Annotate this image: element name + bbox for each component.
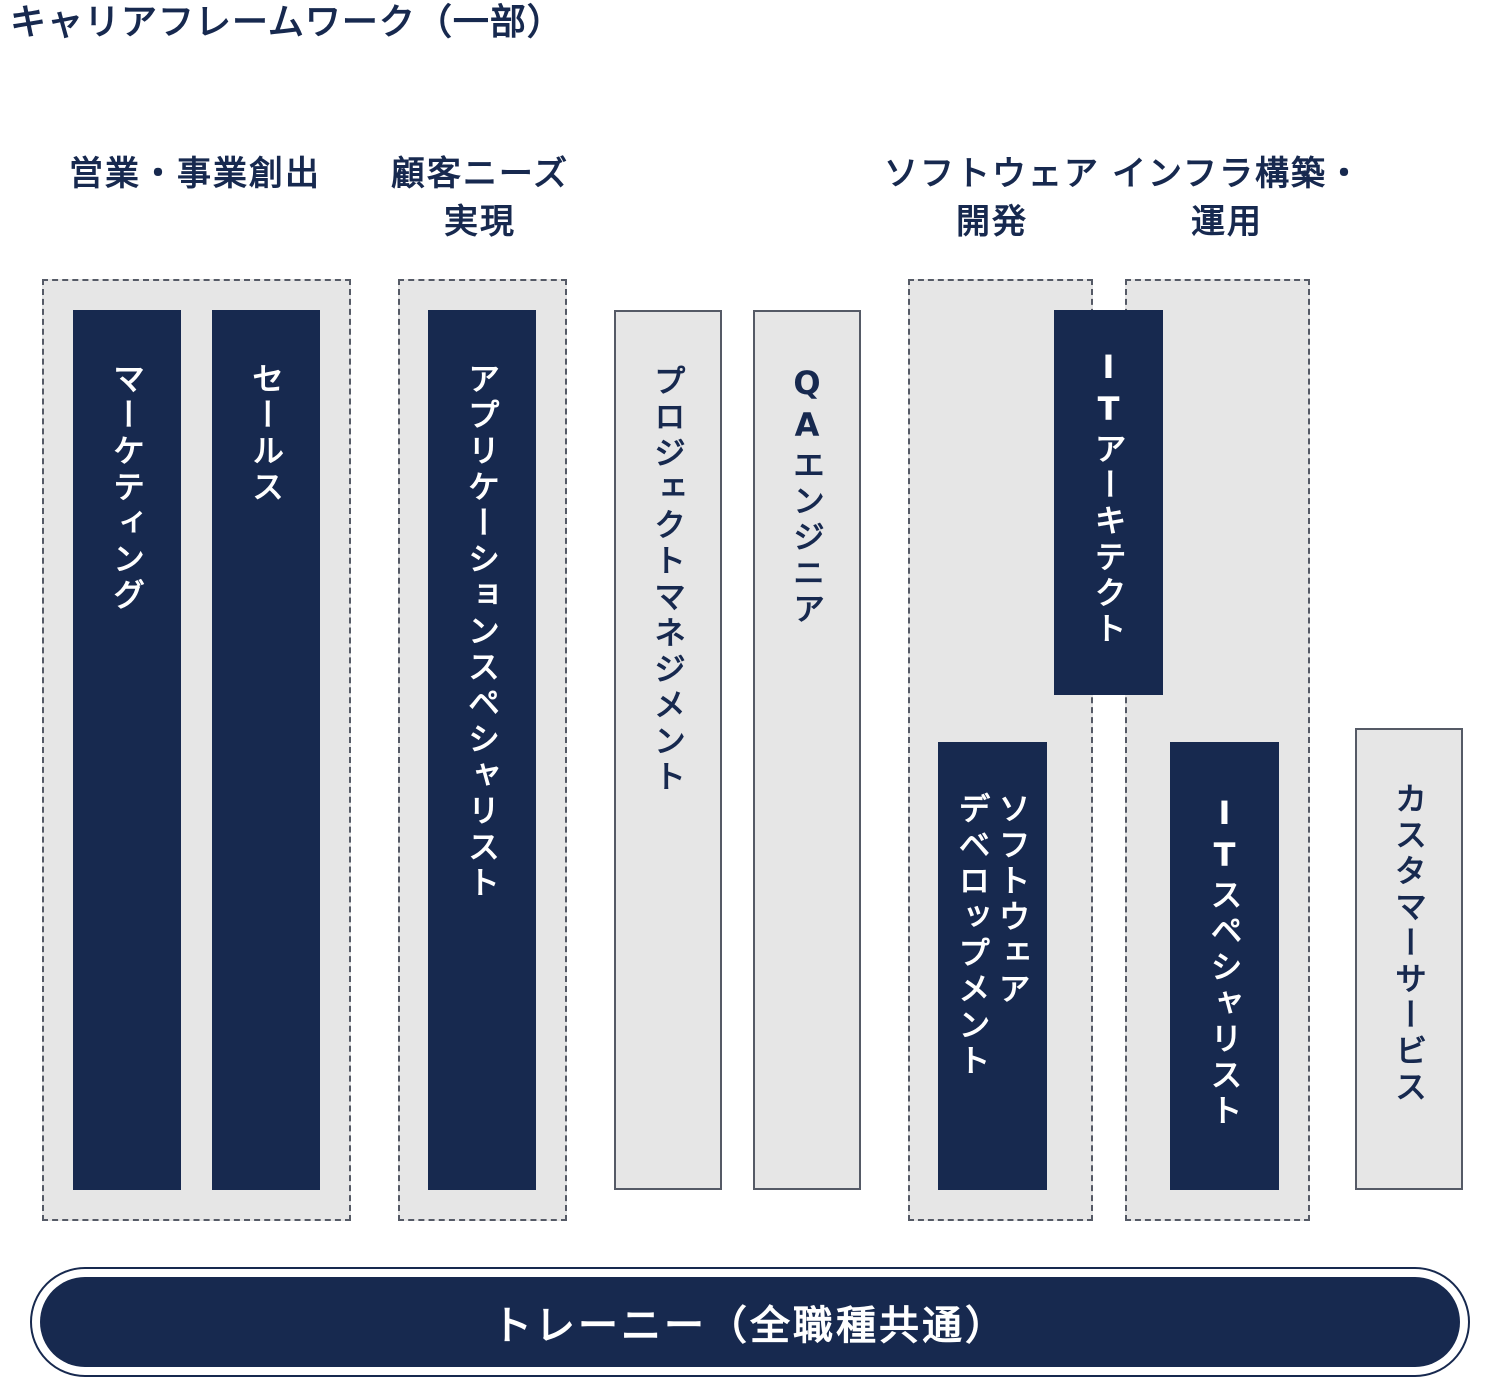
role-qa-engineer-label: QAエンジニア	[788, 364, 826, 628]
role-it-specialist-label: ITスペシャリスト	[1205, 794, 1244, 1130]
role-sales-label: セールス	[247, 362, 285, 506]
role-project-management-label: プロジェクトマネジメント	[649, 364, 687, 796]
role-it-architect[interactable]: ITアーキテクト	[1054, 310, 1163, 695]
role-marketing-label: マーケティング	[108, 362, 146, 614]
category-customer-needs: 顧客ニーズ 実現	[390, 154, 570, 242]
role-it-specialist[interactable]: ITスペシャリスト	[1170, 742, 1279, 1190]
page-title: キャリアフレームワーク（一部）	[10, 2, 564, 43]
trainee-bar[interactable]: トレーニー（全職種共通）	[30, 1267, 1470, 1377]
role-software-development-label: ソフトウェア デベロップメント	[953, 792, 1032, 1080]
role-application-specialist-label: アプリケーションスペシャリスト	[463, 362, 501, 902]
role-project-management[interactable]: プロジェクトマネジメント	[614, 310, 722, 1190]
role-it-architect-label: ITアーキテクト	[1089, 348, 1128, 648]
role-application-specialist[interactable]: アプリケーションスペシャリスト	[428, 310, 536, 1190]
trainee-bar-fill: トレーニー（全職種共通）	[40, 1277, 1460, 1367]
role-customer-service-label: カスタマーサービス	[1390, 782, 1428, 1106]
role-customer-service[interactable]: カスタマーサービス	[1355, 728, 1463, 1190]
role-sales[interactable]: セールス	[212, 310, 320, 1190]
role-software-development[interactable]: ソフトウェア デベロップメント	[938, 742, 1047, 1190]
role-qa-engineer[interactable]: QAエンジニア	[753, 310, 861, 1190]
role-marketing[interactable]: マーケティング	[73, 310, 181, 1190]
category-sales: 営業・事業創出	[69, 154, 321, 194]
category-infrastructure: インフラ構築・ 運用	[1112, 154, 1363, 242]
category-software-development: ソフトウェア 開発	[884, 154, 1100, 242]
trainee-label: トレーニー（全職種共通）	[492, 1303, 1008, 1349]
